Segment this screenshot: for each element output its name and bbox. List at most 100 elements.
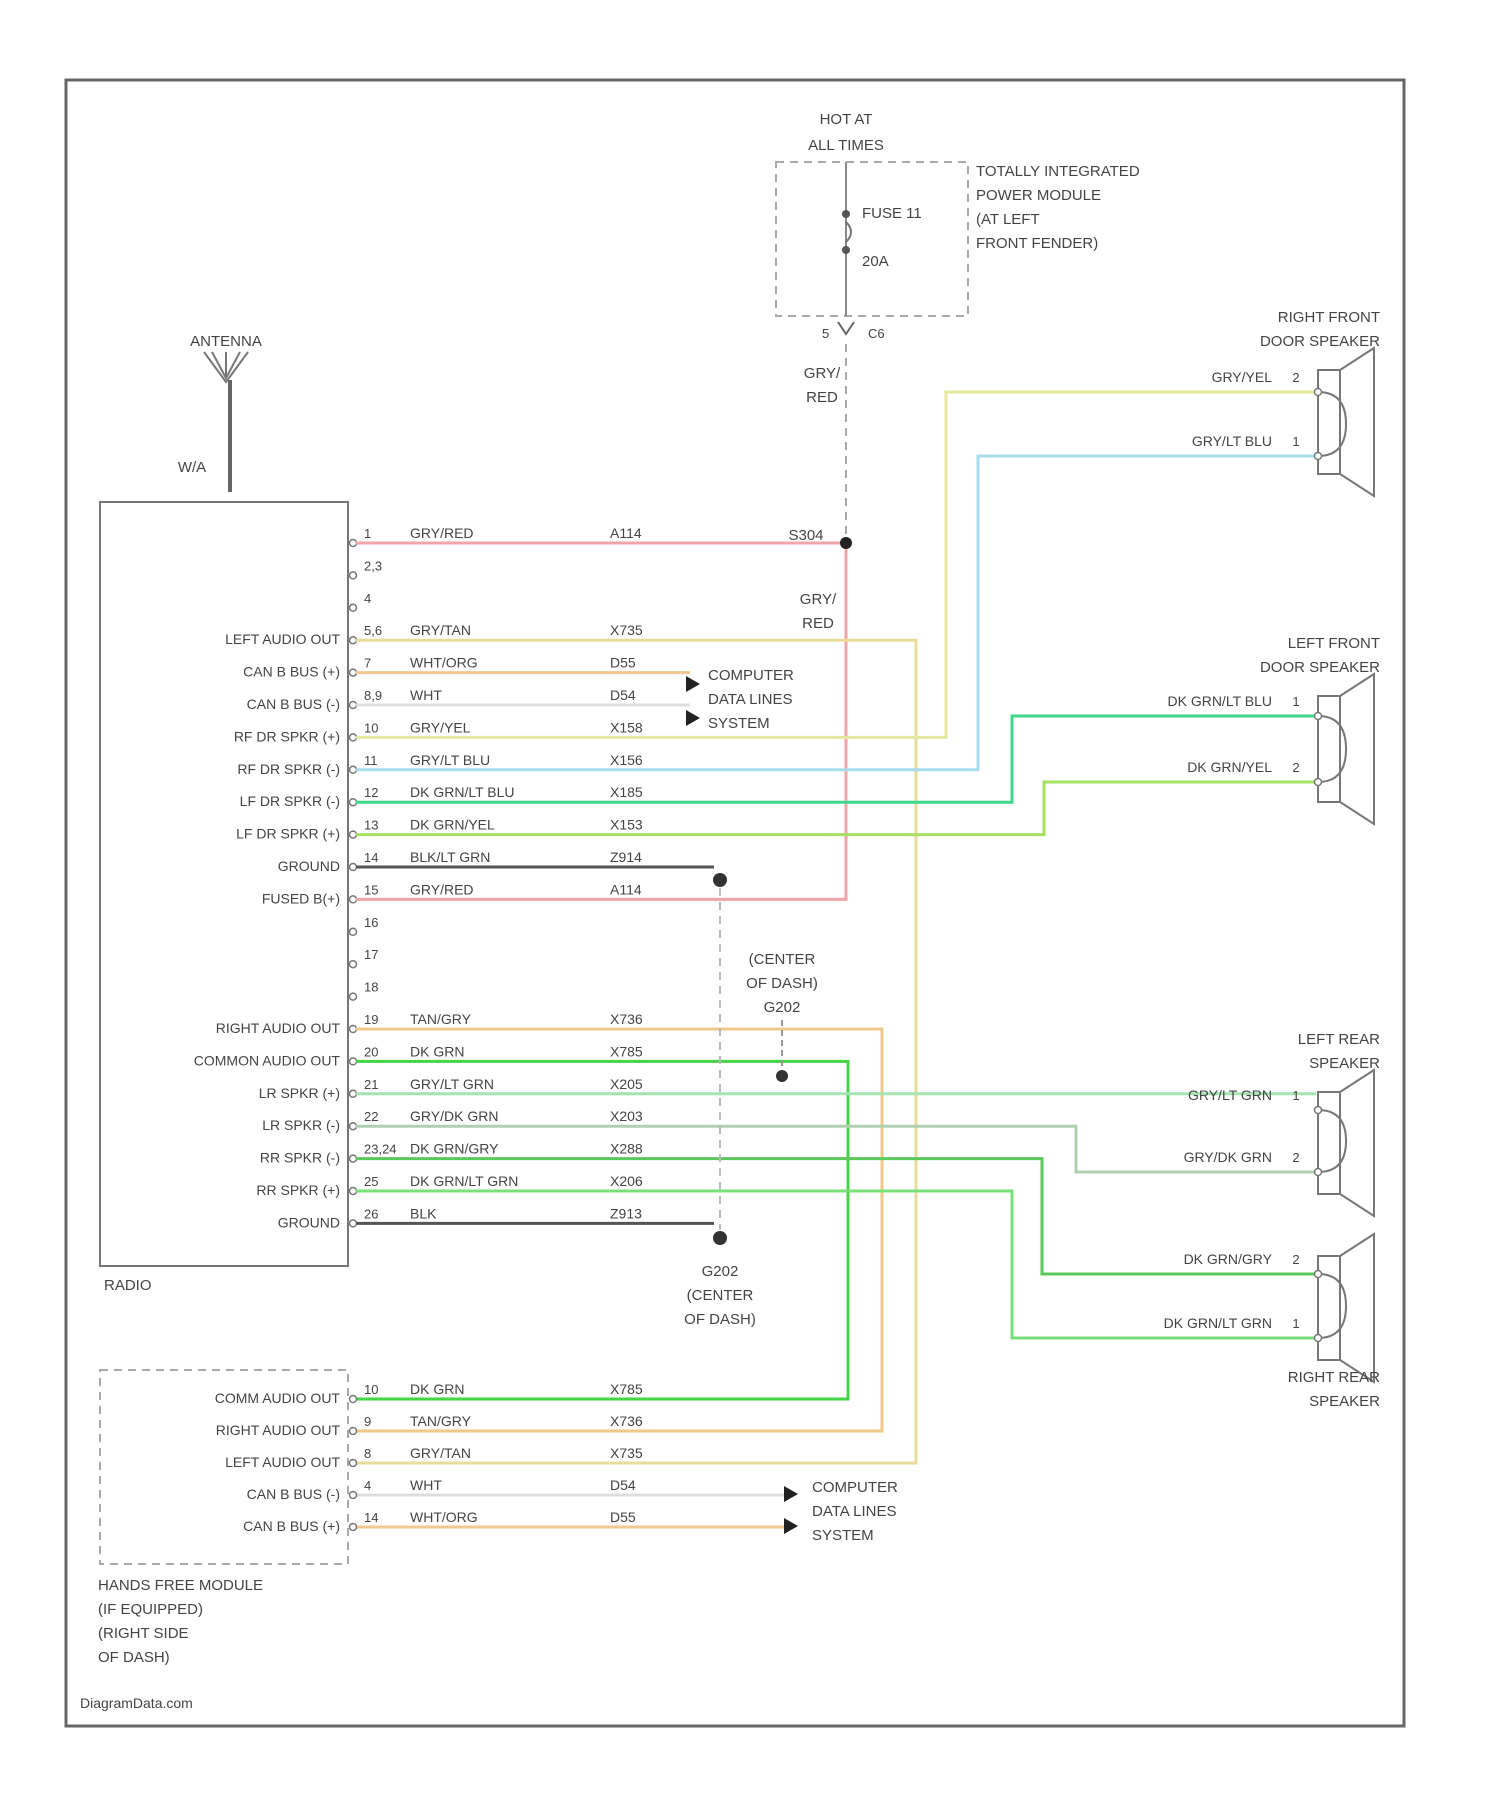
radio-pin-label: CAN B BUS (+) — [243, 664, 340, 680]
wire-gry-yel — [356, 392, 1316, 737]
radio-pin-terminal — [350, 1220, 357, 1227]
radio-pin-terminal — [350, 993, 357, 1000]
power-feed-wire-2: RED — [806, 389, 838, 406]
speaker-pin-number: 2 — [1292, 1150, 1299, 1165]
antenna-icon — [204, 352, 248, 382]
radio-pin-terminal — [350, 831, 357, 838]
radio-pin-number: 21 — [364, 1077, 378, 1092]
antenna: ANTENNA W/A — [178, 333, 262, 492]
speaker-terminal — [1315, 1107, 1322, 1114]
speaker-terminal — [1315, 713, 1322, 720]
radio-pin-number: 25 — [364, 1174, 378, 1189]
hfm-pin-label: RIGHT AUDIO OUT — [216, 1422, 341, 1438]
ground-upper-label-1: (CENTER — [749, 951, 816, 968]
radio-pin-terminal — [350, 540, 357, 547]
radio-pin-label: LR SPKR (-) — [262, 1117, 340, 1133]
computer-data-lower-2: DATA LINES — [812, 1503, 896, 1520]
radio-pin-circuit: X158 — [610, 719, 643, 735]
radio-pin-terminal — [350, 669, 357, 676]
radio-pin-terminal — [350, 928, 357, 935]
speaker-terminal — [1315, 779, 1322, 786]
radio-pin-terminal — [350, 1026, 357, 1033]
speaker-terminal — [1315, 1169, 1322, 1176]
speaker-pin-number: 2 — [1292, 370, 1299, 385]
radio-pin-number: 18 — [364, 980, 378, 995]
radio-pin-number: 22 — [364, 1109, 378, 1124]
radio-pin-number: 10 — [364, 720, 378, 735]
speaker-terminal — [1315, 1335, 1322, 1342]
radio-pin-terminal — [350, 604, 357, 611]
radio-pin-terminal — [350, 961, 357, 968]
radio-pin-circuit: X185 — [610, 784, 643, 800]
radio-pin-circuit: X153 — [610, 817, 643, 833]
radio-pin-wire: GRY/DK GRN — [410, 1108, 498, 1124]
wires — [356, 392, 1316, 1527]
computer-data-upper-3: SYSTEM — [708, 715, 770, 732]
radio-pin-number: 5,6 — [364, 623, 382, 638]
fuse-terminal — [842, 246, 850, 254]
radio-pin-circuit: D54 — [610, 687, 636, 703]
radio-pin-label: FUSED B(+) — [262, 890, 340, 906]
radio-pin-label: RR SPKR (+) — [256, 1182, 340, 1198]
radio-pin-terminal — [350, 1155, 357, 1162]
antenna-cable: W/A — [178, 459, 206, 476]
radio-pin-label: COMMON AUDIO OUT — [194, 1052, 341, 1068]
radio-pin-terminal — [350, 864, 357, 871]
speaker-pin-number: 1 — [1292, 434, 1299, 449]
speaker-terminal — [1315, 453, 1322, 460]
radio-pin-circuit: A114 — [610, 881, 642, 897]
radio-pin-terminal — [350, 1123, 357, 1130]
radio-pin-number: 2,3 — [364, 558, 382, 573]
ground-terminal-icon — [713, 873, 727, 887]
speaker-icon — [1318, 1092, 1340, 1194]
speaker-wire-label: GRY/LT BLU — [1192, 433, 1272, 449]
radio-pin-wire: GRY/LT GRN — [410, 1076, 494, 1092]
hfm-pin-circuit: D54 — [610, 1477, 636, 1493]
radio-pin-wire: GRY/YEL — [410, 719, 471, 735]
radio-pin-circuit: X156 — [610, 752, 643, 768]
hfm-pin-number: 4 — [364, 1478, 371, 1493]
computer-data-lower: COMPUTER DATA LINES SYSTEM — [784, 1479, 898, 1544]
radio-pin-wire: GRY/RED — [410, 525, 474, 541]
speaker-name-1: RIGHT FRONT — [1278, 309, 1380, 326]
power-module-name-3: (AT LEFT — [976, 211, 1040, 228]
speaker-name-1: LEFT FRONT — [1288, 635, 1380, 652]
speaker-name-2: DOOR SPEAKER — [1260, 333, 1380, 350]
radio-pin-label: RF DR SPKR (-) — [237, 761, 340, 777]
hfm-pin-circuit: X785 — [610, 1381, 643, 1397]
speaker-pin-number: 2 — [1292, 760, 1299, 775]
arrow-icon — [784, 1518, 798, 1534]
power-module: HOT AT ALL TIMES FUSE 11 20A TOTALLY INT… — [776, 111, 1140, 552]
hfm-name-3: (RIGHT SIDE — [98, 1625, 189, 1642]
speaker-pin-number: 1 — [1292, 1316, 1299, 1331]
radio-pin-label: GROUND — [278, 858, 340, 874]
radio-pin-wire: DK GRN — [410, 1043, 464, 1059]
computer-data-lower-3: SYSTEM — [812, 1527, 874, 1544]
hfm-pin-number: 8 — [364, 1446, 371, 1461]
radio-pin-circuit: Z913 — [610, 1205, 642, 1221]
radio-pin-label: LR SPKR (+) — [259, 1085, 340, 1101]
power-connector: C6 — [868, 326, 885, 341]
radio-pin-circuit: X736 — [610, 1011, 643, 1027]
hfm-name-4: OF DASH) — [98, 1649, 170, 1666]
hfm-pin-terminal — [350, 1460, 357, 1467]
speaker-terminal — [1315, 1271, 1322, 1278]
radio-pin-terminal — [350, 799, 357, 806]
hfm-pin-label: CAN B BUS (-) — [247, 1486, 340, 1502]
radio-pin-circuit: X206 — [610, 1173, 643, 1189]
computer-data-lower-1: COMPUTER — [812, 1479, 898, 1496]
speaker-pin-number: 1 — [1292, 694, 1299, 709]
speaker-wire-label: DK GRN/GRY — [1184, 1251, 1273, 1267]
ground-upper-label-2: OF DASH) — [746, 975, 818, 992]
radio-title: RADIO — [104, 1277, 152, 1294]
footer-watermark: DiagramData.com — [80, 1695, 193, 1711]
radio-pin-circuit: D55 — [610, 655, 636, 671]
radio-pin-wire: TAN/GRY — [410, 1011, 472, 1027]
wire-gry-ltblu — [356, 456, 1316, 770]
speaker-wire-label: GRY/DK GRN — [1184, 1149, 1272, 1165]
splice-id: S304 — [788, 527, 823, 544]
speaker-lf: DK GRN/LT BLU1DK GRN/YEL2LEFT FRONTDOOR … — [1167, 635, 1380, 824]
radio-pin-number: 8,9 — [364, 688, 382, 703]
